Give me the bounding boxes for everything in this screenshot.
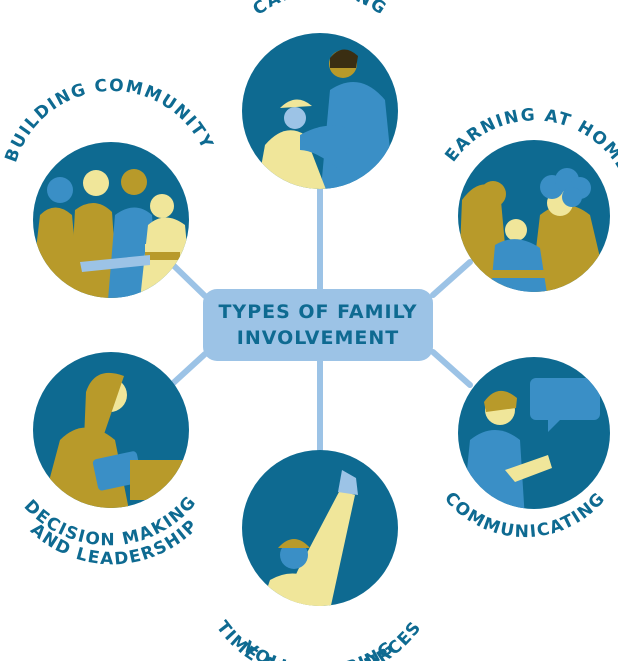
center-title-line1: TYPES OF FAMILY [218, 301, 418, 323]
caregiving-illustration [242, 33, 398, 189]
communicating-illustration [458, 357, 610, 509]
volunteering-label-line2: TIME AND RESOURCES [212, 617, 426, 661]
center-title-box: TYPES OF FAMILY INVOLVEMENT [203, 289, 433, 361]
learning-at-home-illustration [458, 140, 610, 292]
center-title-line2: INVOLVEMENT [236, 327, 400, 349]
volunteering-illustration [242, 450, 398, 606]
building-community-illustration [33, 142, 189, 298]
connector-lines [167, 186, 473, 453]
caregiving-label: CAREGIVING [249, 0, 390, 20]
decision-making-illustration [33, 352, 189, 508]
